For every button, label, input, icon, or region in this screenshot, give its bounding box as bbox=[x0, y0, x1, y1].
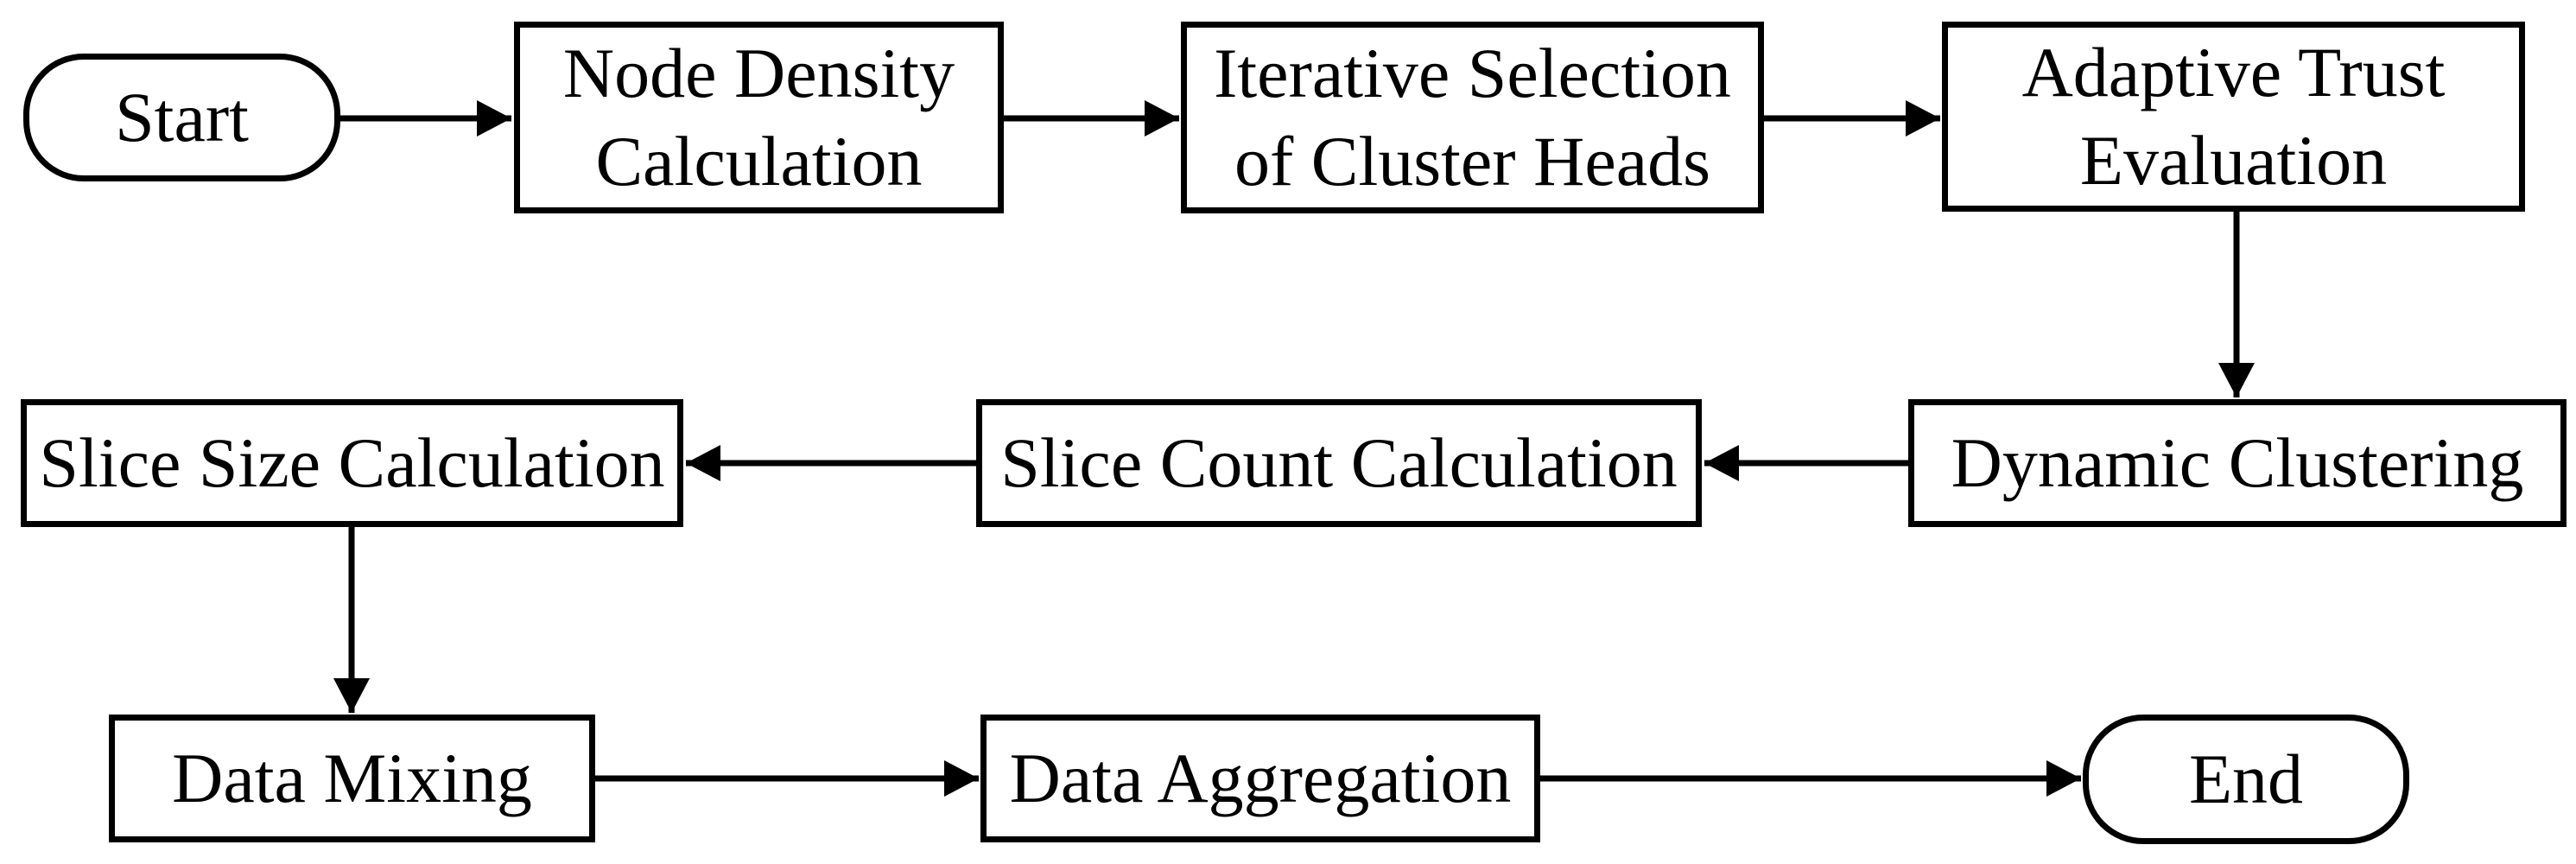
node-end-label: End bbox=[2188, 739, 2304, 818]
node-data-mixing-label: Data Mixing bbox=[172, 738, 532, 817]
node-slice-size-calculation: Slice Size Calculation bbox=[21, 399, 683, 527]
node-iterative-selection-of-cluster-heads: Iterative Selection of Cluster Heads bbox=[1181, 22, 1764, 213]
node-node-density-calculation-label: Node Density Calculation bbox=[562, 33, 955, 201]
node-iterative-selection-label: Iterative Selection of Cluster Heads bbox=[1214, 33, 1731, 201]
node-adaptive-trust-evaluation-label: Adaptive Trust Evaluation bbox=[2021, 32, 2446, 200]
node-adaptive-trust-evaluation: Adaptive Trust Evaluation bbox=[1942, 22, 2525, 212]
node-slice-count-calculation-label: Slice Count Calculation bbox=[1000, 422, 1678, 502]
node-start: Start bbox=[23, 54, 340, 181]
node-node-density-calculation: Node Density Calculation bbox=[514, 22, 1004, 213]
node-data-mixing: Data Mixing bbox=[109, 715, 595, 842]
node-data-aggregation-label: Data Aggregation bbox=[1009, 738, 1512, 817]
node-end: End bbox=[2083, 715, 2409, 844]
node-dynamic-clustering-label: Dynamic Clustering bbox=[1951, 422, 2524, 502]
node-dynamic-clustering: Dynamic Clustering bbox=[1908, 399, 2566, 527]
node-slice-size-calculation-label: Slice Size Calculation bbox=[39, 422, 665, 502]
node-slice-count-calculation: Slice Count Calculation bbox=[976, 399, 1702, 527]
node-data-aggregation: Data Aggregation bbox=[980, 715, 1540, 842]
node-start-label: Start bbox=[115, 77, 249, 156]
